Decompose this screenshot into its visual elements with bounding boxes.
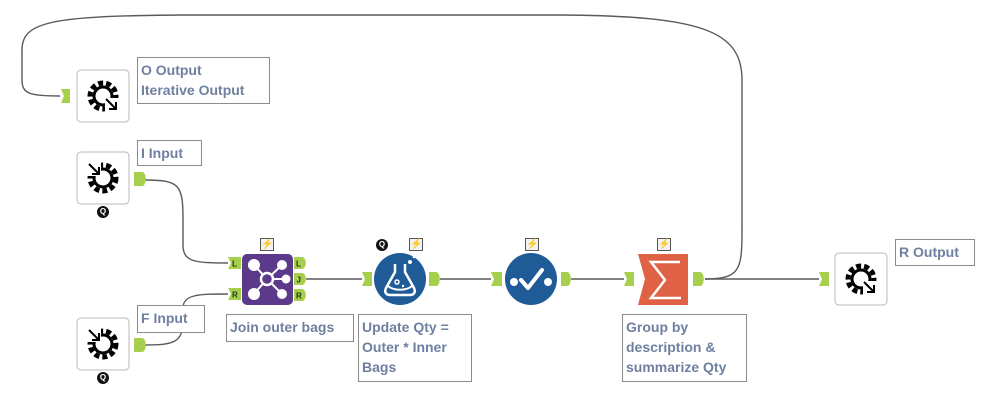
output-anchor[interactable] <box>693 272 704 286</box>
annotation-summarize: Group by description & summarize Qty <box>622 314 747 382</box>
input-anchor[interactable] <box>624 272 634 286</box>
annotation-line: F Input <box>141 310 188 326</box>
annotation-line: Iterative Output <box>141 82 245 98</box>
output-anchor[interactable] <box>134 172 146 186</box>
annotation-formula: Update Qty = Outer * Inner Bags <box>358 314 472 382</box>
cache-q-badge: Q <box>97 206 109 218</box>
annotation-line: Outer * Inner <box>362 339 447 355</box>
join-input-r-anchor[interactable]: R <box>228 288 241 300</box>
macro-input-icon <box>87 328 119 360</box>
formula-flask-icon <box>383 255 417 297</box>
svg-text:L: L <box>232 260 237 269</box>
annotation-f-input: F Input <box>137 305 205 333</box>
macro-output-icon <box>845 263 877 295</box>
tool-formula[interactable] <box>362 253 440 305</box>
annotation-line: R Output <box>899 244 959 260</box>
tool-i-input[interactable] <box>76 151 146 205</box>
macro-output-icon <box>87 80 119 112</box>
annotation-line: I Input <box>141 145 183 161</box>
output-anchor[interactable] <box>429 272 440 286</box>
join-icon <box>248 259 291 300</box>
sigma-icon <box>648 260 681 300</box>
lightning-badge-icon: ⚡ <box>260 238 274 251</box>
tool-select[interactable] <box>491 253 571 305</box>
annotation-r-output: R Output <box>895 239 975 266</box>
input-anchor[interactable] <box>61 89 70 103</box>
lightning-badge-icon: ⚡ <box>657 238 671 251</box>
svg-text:L: L <box>296 260 301 269</box>
select-check-icon <box>510 268 552 290</box>
annotation-line: summarize Qty <box>626 359 727 375</box>
svg-text:R: R <box>232 291 238 300</box>
annotation-line: description & <box>626 339 716 355</box>
annotation-line: Group by <box>626 319 689 335</box>
annotation-o-output: O Output Iterative Output <box>137 57 270 104</box>
svg-text:R: R <box>296 292 302 301</box>
tool-f-input[interactable] <box>76 317 146 371</box>
lightning-badge-icon: ⚡ <box>525 238 539 251</box>
join-output-l-anchor[interactable]: L <box>294 257 306 269</box>
input-anchor[interactable] <box>491 272 502 286</box>
cache-q-badge: Q <box>376 239 388 251</box>
input-anchor[interactable] <box>819 272 829 286</box>
tool-summarize[interactable] <box>624 254 704 305</box>
annotation-i-input: I Input <box>137 140 202 166</box>
connector-summarize-to-o-output[interactable] <box>21 14 743 280</box>
output-anchor[interactable] <box>134 338 146 352</box>
connector-i-input-to-join-l[interactable] <box>144 179 229 264</box>
svg-text:J: J <box>297 276 301 285</box>
tool-join[interactable]: L R L J R <box>228 254 306 305</box>
output-anchor[interactable] <box>561 272 571 286</box>
join-input-l-anchor[interactable]: L <box>228 257 241 269</box>
annotation-line: O Output <box>141 62 202 78</box>
lightning-badge-icon: ⚡ <box>409 238 423 251</box>
tool-o-output[interactable] <box>61 69 130 123</box>
tool-r-output[interactable] <box>819 252 888 306</box>
annotation-line: Bags <box>362 359 397 375</box>
cache-q-badge: Q <box>97 372 109 384</box>
join-output-r-anchor[interactable]: R <box>294 289 306 301</box>
annotation-join: Join outer bags <box>226 314 354 342</box>
macro-input-icon <box>87 162 119 194</box>
join-output-j-anchor[interactable]: J <box>294 273 306 285</box>
input-anchor[interactable] <box>362 272 372 286</box>
annotation-line: Join outer bags <box>230 319 335 335</box>
annotation-line: Update Qty = <box>362 319 449 335</box>
